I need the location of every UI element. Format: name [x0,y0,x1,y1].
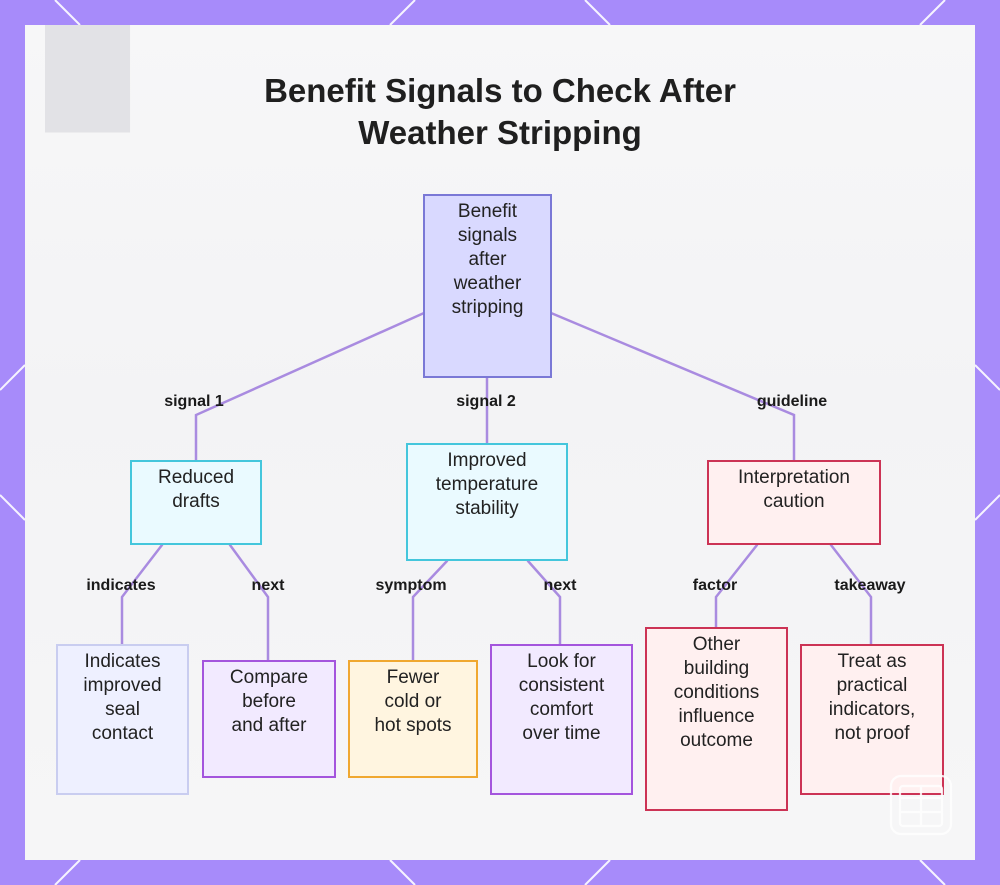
edge-indicates [120,543,164,646]
node-fewer-spots: Fewer cold or hot spots [348,660,478,778]
background-decoration: █ [45,25,131,122]
edge-label-signal2: signal 2 [456,393,516,410]
edge-takeaway [829,543,873,647]
edge-label-next: next [543,577,577,594]
node-seal-contact: Indicates improved seal contact [56,644,189,795]
node-temperature-stability: Improved temperature stability [406,443,568,561]
edge-signal1 [194,311,426,463]
watermark-logo-icon [889,774,953,836]
node-practical-indicators: Treat as practical indicators, not proof [800,644,944,795]
edge-label-next: next [251,577,285,594]
edge-guideline [549,311,796,463]
edge-next1 [228,543,270,663]
edge-factor [714,543,759,630]
node-consistent-comfort: Look for consistent comfort over time [490,644,633,795]
edge-label-takeaway: takeaway [834,577,906,594]
node-building-conditions: Other building conditions influence outc… [645,627,788,811]
node-root: Benefit signals after weather stripping [423,194,552,378]
node-reduced-drafts: Reduced drafts [130,460,262,545]
node-interpretation-caution: Interpretation caution [707,460,881,545]
edge-symptom [411,559,449,663]
edge-label-indicates: indicates [86,577,156,594]
edge-next2 [526,559,562,647]
node-compare: Compare before and after [202,660,336,778]
edge-label-symptom: symptom [375,577,447,594]
edge-label-signal1: signal 1 [164,393,224,410]
edge-label-guideline: guideline [756,393,828,410]
edge-label-factor: factor [692,577,738,594]
diagram-title: Benefit Signals to Check After Weather S… [264,72,736,151]
